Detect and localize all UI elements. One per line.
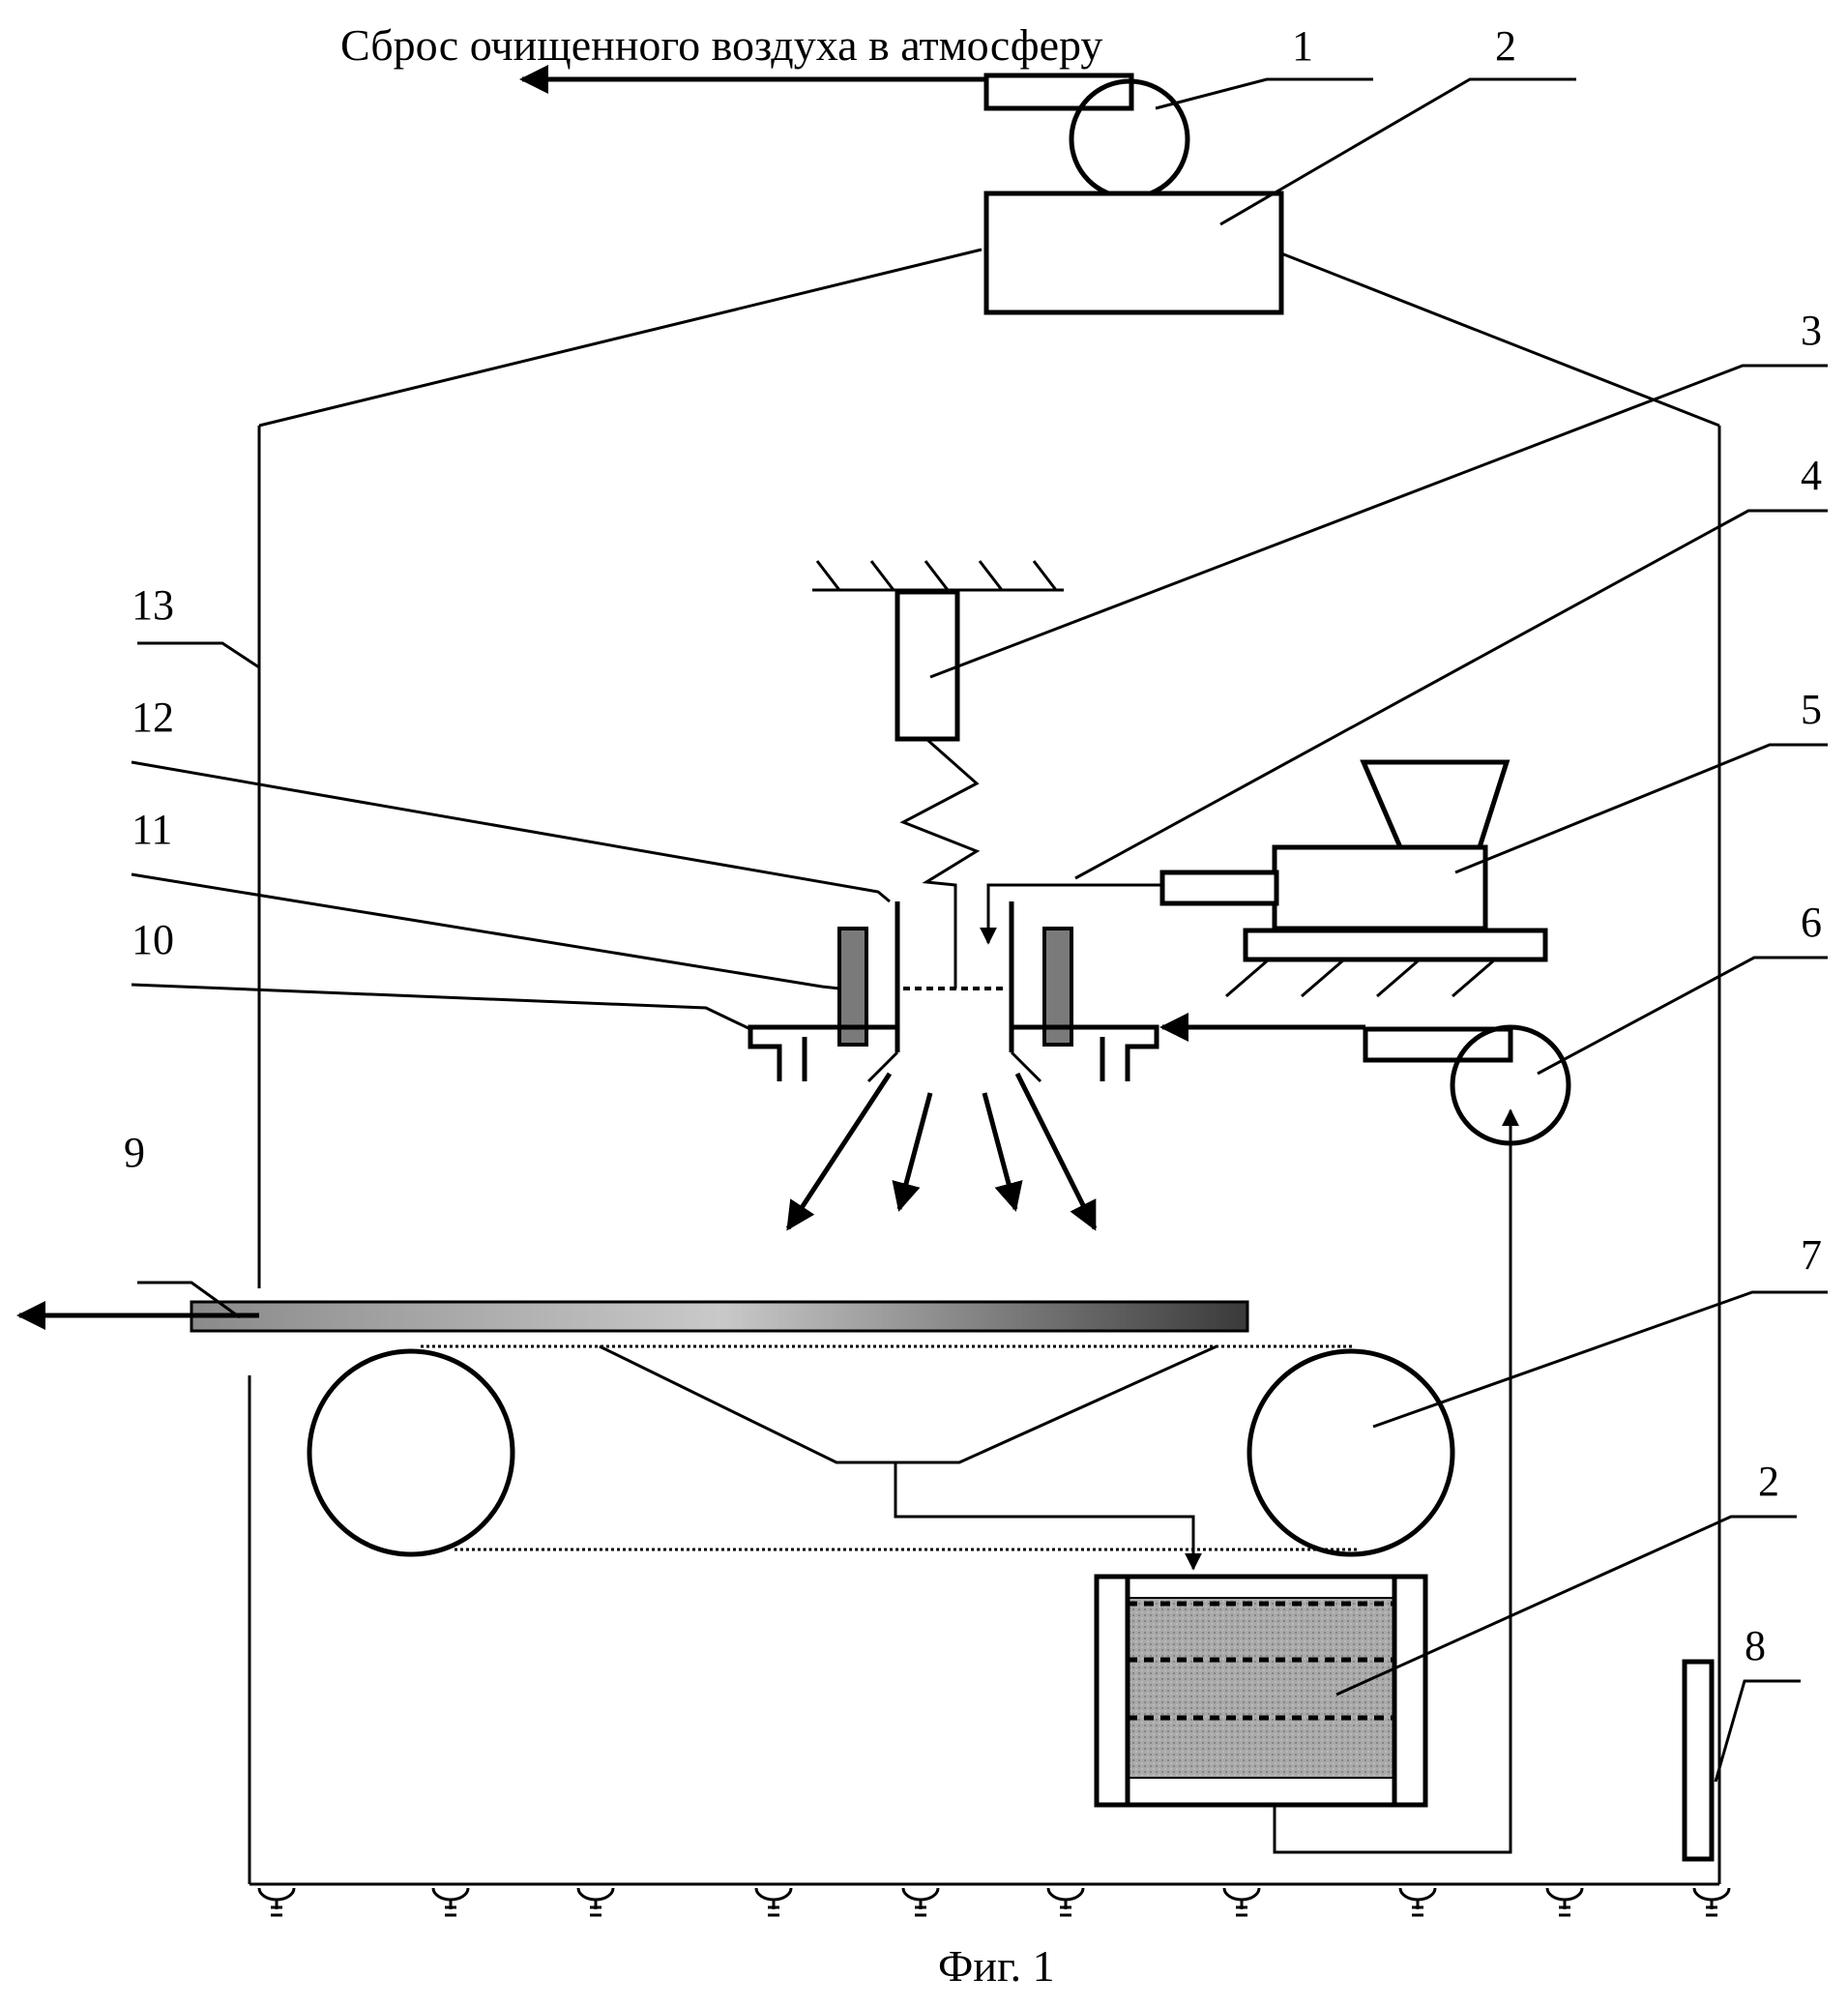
label-2-top: 2 xyxy=(1495,22,1516,70)
figure-caption: Фиг. 1 xyxy=(938,1941,1055,1991)
bottom-filter xyxy=(1097,1577,1425,1805)
label-13: 13 xyxy=(132,581,174,629)
label-11: 11 xyxy=(132,806,172,853)
label-4: 4 xyxy=(1801,452,1822,499)
powder-feeder xyxy=(1162,762,1545,996)
vibrator-box xyxy=(897,592,957,739)
exhaust-fan xyxy=(986,75,1188,197)
ceiling-mount xyxy=(812,561,1064,590)
label-10: 10 xyxy=(132,916,174,963)
label-9: 9 xyxy=(124,1129,145,1176)
top-filter-box xyxy=(986,193,1281,312)
powder-feed-line xyxy=(988,885,1162,943)
label-3: 3 xyxy=(1801,307,1822,354)
label-5: 5 xyxy=(1801,686,1822,733)
label-2-bottom: 2 xyxy=(1758,1458,1779,1505)
label-6: 6 xyxy=(1801,899,1822,946)
spray-nozzle-assembly xyxy=(750,901,1157,1081)
label-8: 8 xyxy=(1745,1622,1766,1669)
right-roller xyxy=(1249,1351,1452,1554)
collection-funnel xyxy=(600,1346,1217,1462)
label-1: 1 xyxy=(1292,22,1313,70)
spray-arrows xyxy=(788,1074,1095,1228)
support-feet xyxy=(259,1888,1729,1915)
diagram-title: Сброс очищенного воздуха в атмосферу xyxy=(340,20,1102,70)
funnel-discharge xyxy=(895,1462,1193,1569)
supply-fan xyxy=(1365,1027,1569,1143)
leader-lines xyxy=(132,79,1828,1782)
hood-left-line xyxy=(259,250,982,426)
label-7: 7 xyxy=(1801,1231,1822,1279)
conveyor-belt xyxy=(191,1302,1247,1331)
label-12: 12 xyxy=(132,694,174,741)
left-roller xyxy=(309,1351,513,1554)
access-door xyxy=(1685,1662,1712,1859)
spring xyxy=(903,739,977,989)
